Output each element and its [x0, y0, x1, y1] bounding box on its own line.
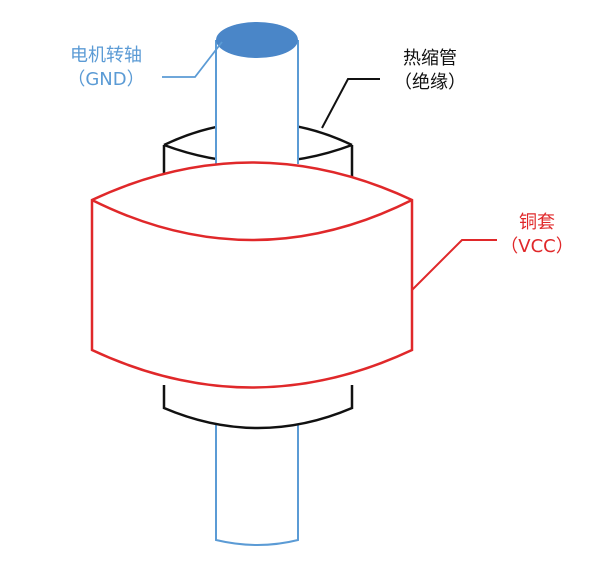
sleeve-label: 铜套 （VCC） [497, 211, 577, 259]
shaft-label-name: 电机转轴 [70, 45, 142, 66]
tube-label-note: （绝缘） [394, 72, 466, 93]
tube-label: 热缩管 （绝缘） [380, 47, 480, 95]
shaft-label-note: （GND） [67, 69, 145, 90]
sleeve-leader-line [411, 239, 497, 291]
shaft-label: 电机转轴 （GND） [52, 44, 160, 92]
shaft-top [215, 22, 299, 164]
tube-leader-line [321, 78, 380, 129]
tube-bottom [162, 385, 354, 430]
sleeve-label-note: （VCC） [500, 236, 574, 257]
shaft-leader-line [162, 41, 223, 78]
copper-sleeve [90, 161, 414, 389]
tube-label-name: 热缩管 [403, 48, 457, 69]
shaft-bottom [215, 405, 299, 546]
sleeve-label-name: 铜套 [519, 212, 555, 233]
shaft-end-face [216, 22, 298, 58]
